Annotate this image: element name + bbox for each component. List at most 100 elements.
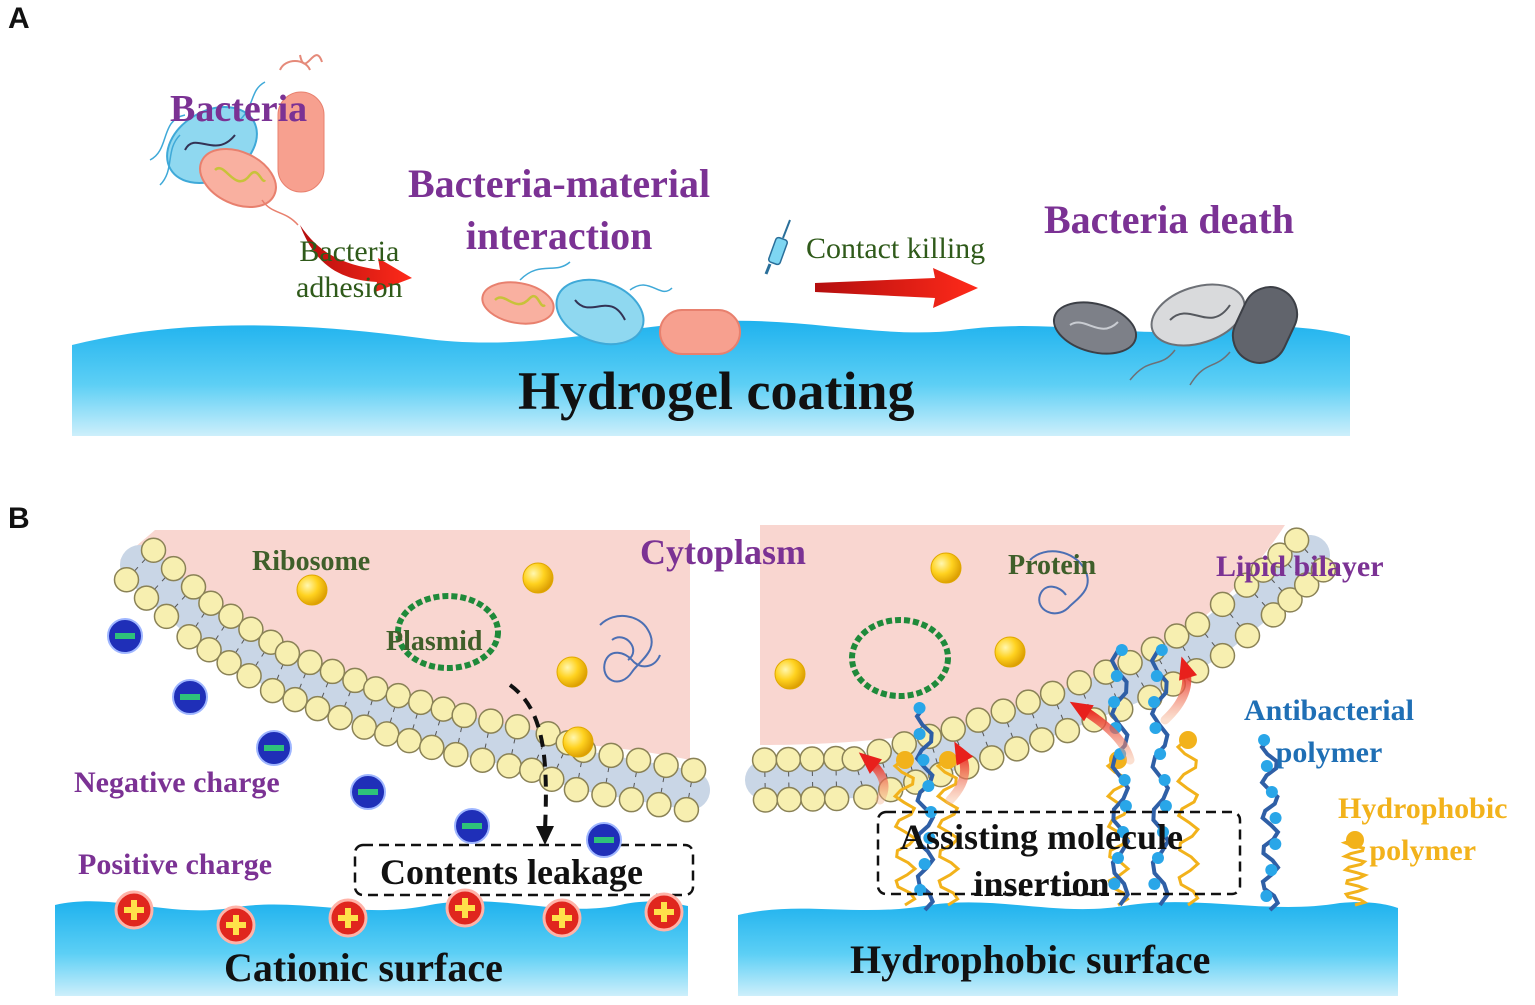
antibacterial-bead <box>1115 644 1128 656</box>
lipid-head <box>1283 527 1310 553</box>
antibacterial-line2: polymer <box>1275 736 1383 769</box>
lipid-head <box>1163 623 1190 649</box>
hydrophobic-polymer-head <box>1179 731 1197 749</box>
charges-group <box>107 618 684 945</box>
contents-leakage-label: Contents leakage <box>380 852 643 892</box>
assisting-insertion-label: Assisting molecule insertion <box>900 814 1183 908</box>
antibacterial-bead <box>1258 734 1271 746</box>
minus-sign <box>115 633 135 639</box>
lipid-head <box>563 776 590 803</box>
polymers-group <box>858 644 1370 912</box>
lipid-head <box>180 574 207 600</box>
ribosome-label: Ribosome <box>252 546 371 577</box>
bilayer-band <box>745 535 1330 800</box>
lipid-head <box>1277 587 1303 613</box>
lipid-head <box>1117 649 1143 676</box>
lipid-head <box>259 677 286 704</box>
lipid-head <box>673 796 700 823</box>
lipid-head <box>1004 736 1030 762</box>
protein-icon-right <box>1029 550 1089 615</box>
antibacterial-bead <box>1154 748 1167 760</box>
lipid-head <box>1260 602 1287 628</box>
antibacterial-bead <box>913 728 926 740</box>
antibacterial-bead <box>1111 852 1124 864</box>
panel-a-letter: A <box>8 2 30 35</box>
lipid-head <box>1029 727 1055 753</box>
lipid-head <box>1209 591 1236 618</box>
lipid-head <box>1054 717 1081 744</box>
ribosome-ball <box>930 552 962 584</box>
antibacterial-bead <box>1269 838 1282 850</box>
plus-sign-v <box>233 915 239 935</box>
antibacterial-bead <box>913 702 926 714</box>
antibacterial-bead <box>1159 800 1172 812</box>
lipid-head <box>1039 680 1066 707</box>
insertion-arrow-head <box>1069 701 1094 722</box>
lipid-head <box>198 590 224 616</box>
cytoplasm-right <box>760 525 1285 745</box>
lipid-head <box>443 741 469 768</box>
lipid-head <box>419 734 445 761</box>
assisting-line2: insertion <box>973 863 1110 904</box>
lipid-head <box>940 716 966 742</box>
plasmid-label: Plasmid <box>386 626 483 657</box>
antibacterial-bead <box>922 780 935 792</box>
adhered-bacteria-icon <box>481 261 741 355</box>
antibacterial-bead <box>924 806 937 818</box>
lipid-head <box>776 786 802 813</box>
cationic-surface-label: Cationic surface <box>224 945 503 990</box>
lipid-head <box>979 745 1005 771</box>
insertion-arrow-head <box>954 741 974 766</box>
ribosome-ball <box>522 562 554 594</box>
lipid-head <box>823 785 850 812</box>
lipid-bilayer-right <box>745 527 1337 813</box>
plasmid-icon <box>395 593 501 671</box>
antibacterial-bead <box>1260 890 1273 902</box>
bacteria-label: Bacteria <box>170 88 308 130</box>
lipid-head <box>1250 557 1277 583</box>
lipid-head <box>598 742 624 769</box>
lipid-head <box>751 747 778 773</box>
hydrophobic-surface-slab <box>738 902 1398 996</box>
lipid-head <box>216 650 242 676</box>
hydrophobic-polymer-chain <box>935 758 961 907</box>
lipid-head <box>799 746 825 772</box>
lipid-head <box>297 649 323 676</box>
lipid-head <box>965 707 991 733</box>
hydrophobic-surface-label: Hydrophobic surface <box>850 937 1211 982</box>
dead-bacteria-icon <box>1052 283 1299 386</box>
hydrogel-coating-label: Hydrogel coating <box>518 361 915 421</box>
lipid-head <box>1184 611 1211 638</box>
lipid-head <box>451 702 477 729</box>
antibacterial-bead <box>1148 878 1161 890</box>
hydrophobic-polymer-chain <box>892 758 918 907</box>
lipid-head <box>238 616 264 642</box>
lipid-head <box>319 658 346 685</box>
lipid-head <box>1066 670 1092 696</box>
antibacterial-bead <box>1151 852 1164 864</box>
antibacterial-bead <box>917 754 930 766</box>
leakage-arrow <box>508 683 548 831</box>
interaction-line2: interaction <box>465 213 653 258</box>
ribosome-ball <box>562 726 594 758</box>
lipid-head <box>775 746 802 773</box>
hydrophobic-line2: polymer <box>1369 834 1477 867</box>
lipid-head <box>385 682 411 709</box>
lipid-head <box>374 721 400 747</box>
antibacterial-bead <box>1149 722 1162 734</box>
lipid-head <box>362 676 389 702</box>
lipid-head <box>133 585 160 611</box>
antibacterial-bead <box>1108 878 1121 890</box>
minus-sign <box>264 745 284 751</box>
lipid-head <box>1233 572 1260 598</box>
lipid-head <box>407 689 434 716</box>
plus-sign-v <box>131 900 137 920</box>
lipid-head <box>539 766 565 792</box>
lipid-head <box>752 787 779 813</box>
panel-b-letter: B <box>8 502 30 535</box>
lipid-head <box>800 786 826 812</box>
lipid-head <box>327 704 353 731</box>
ribosome-ball <box>556 656 588 688</box>
antibacterial-bead <box>1118 774 1131 786</box>
antibacterial-bead <box>1265 786 1278 798</box>
